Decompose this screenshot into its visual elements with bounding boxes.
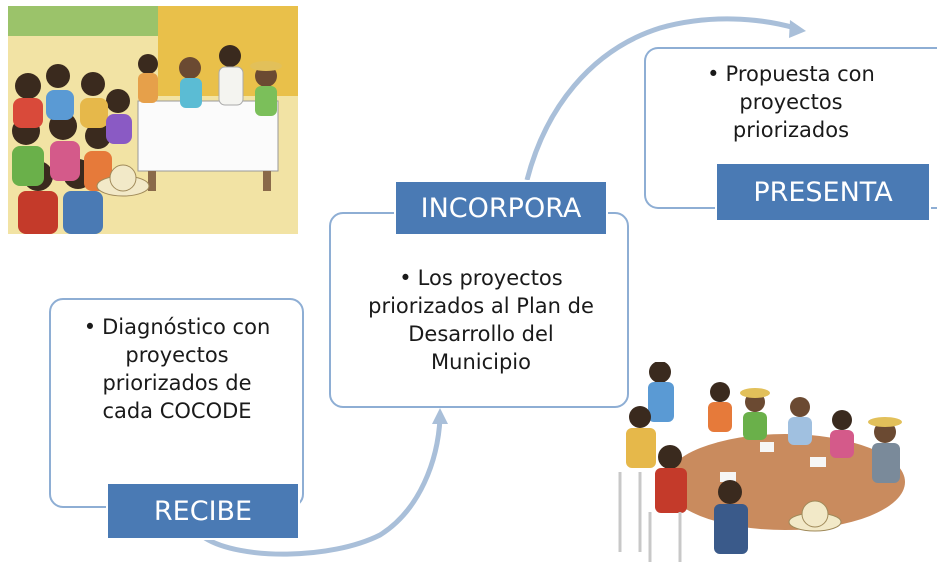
incorpora-description: •Los proyectos priorizados al Plan de De…: [345, 264, 617, 376]
recibe-line-4: cada COCODE: [102, 399, 252, 423]
incorpora-line-4: Municipio: [431, 350, 531, 374]
presenta-line-2: proyectos: [739, 90, 843, 114]
arrowhead-presenta: [789, 20, 806, 38]
recibe-label: RECIBE: [108, 484, 298, 538]
incorpora-line-2: priorizados al Plan de: [368, 294, 594, 318]
arrow-incorpora-to-presenta: [524, 16, 796, 181]
recibe-line-3: priorizados de: [102, 371, 252, 395]
incorpora-line-3: Desarrollo del: [408, 322, 554, 346]
presenta-line-3: priorizados: [732, 118, 850, 142]
bullet-icon: •: [83, 315, 97, 339]
bullet-icon: •: [399, 266, 412, 290]
presenta-label: PRESENTA: [717, 164, 929, 220]
arrow-recibe-to-incorpora: [203, 417, 443, 557]
arrowhead-incorpora: [432, 408, 448, 424]
presenta-description: •Propuesta con proyectos priorizados: [660, 60, 922, 144]
assembly-meeting-illustration: [8, 6, 298, 234]
incorpora-box: [329, 212, 629, 408]
presenta-line-1: •Propuesta con: [707, 62, 875, 86]
recibe-line-2: proyectos: [125, 343, 229, 367]
incorpora-line-1: •Los proyectos: [399, 266, 563, 290]
bullet-icon: •: [707, 62, 720, 86]
recibe-line-1: •Diagnóstico con: [83, 315, 271, 339]
recibe-box: [49, 298, 304, 508]
recibe-description: •Diagnóstico con proyectos priorizados d…: [64, 313, 290, 425]
incorpora-label: INCORPORA: [396, 182, 606, 234]
roundtable-meeting-illustration: [610, 362, 934, 562]
